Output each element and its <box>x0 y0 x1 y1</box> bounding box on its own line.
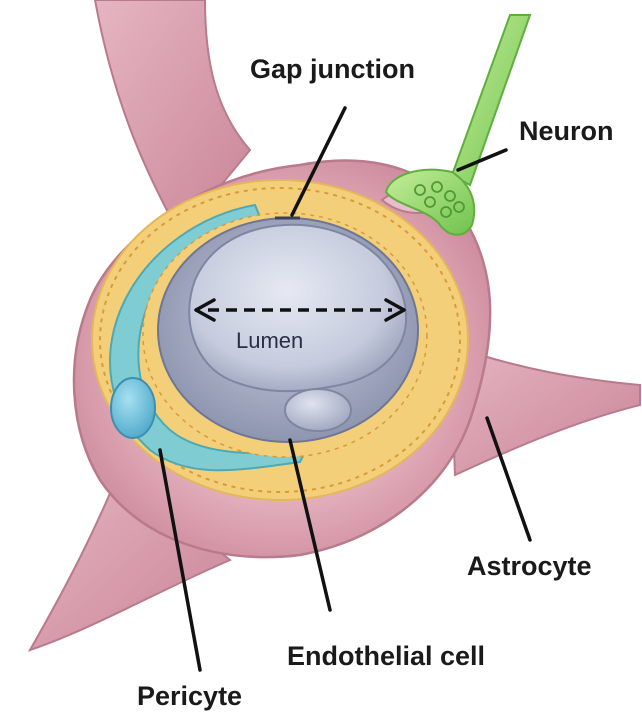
pericyte-nucleus <box>111 378 155 438</box>
neuron-shape <box>386 15 530 235</box>
neuron-label: Neuron <box>519 116 614 146</box>
pericyte-label: Pericyte <box>137 681 242 711</box>
astrocyte-label: Astrocyte <box>467 551 592 581</box>
gap-junction-label: Gap junction <box>250 54 415 84</box>
lumen-label: Lumen <box>236 328 303 353</box>
endothelial-nucleus <box>285 389 351 431</box>
endothelial-cell-label: Endothelial cell <box>287 641 485 671</box>
